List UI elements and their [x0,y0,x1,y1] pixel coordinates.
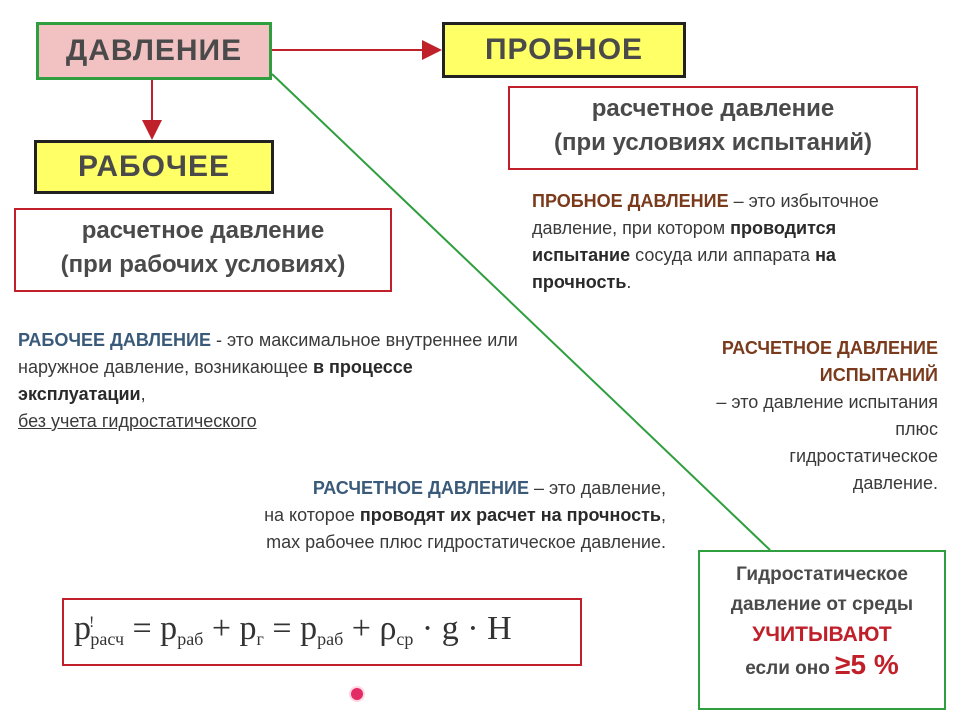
formula-subscript: ср [396,629,414,649]
working-underlined: без учета гидростатического [18,411,257,431]
formula-part: + p [203,610,257,647]
working-bold: в процессе эксплуатации [18,357,413,404]
working-term: РАБОЧЕЕ ДАВЛЕНИЕ [18,330,211,350]
node-test-pressure: ПРОБНОЕ [442,22,686,78]
calc-test-pressure-definition: РАСЧЕТНОЕ ДАВЛЕНИЕ ИСПЫТАНИЙ – это давле… [600,335,938,497]
calc-pressure-working-box: расчетное давление (при рабочих условиях… [14,208,392,292]
calc-test-term-line1: РАСЧЕТНОЕ ДАВЛЕНИЕ [721,338,938,358]
formula: p!расч = pраб + pг = pраб + ρср · g · H [74,610,512,650]
calc-pressure-test-box: расчетное давление (при условиях испытан… [508,86,918,170]
formula-part: = p [124,610,178,647]
working-text2: , [140,384,146,404]
calc-test-line: плюс [895,419,938,439]
calc-test-line1: расчетное давление [591,95,835,122]
hydro-threshold: ≥5 % [835,649,899,680]
calc-test-line: – это давление испытания [716,392,938,412]
calc-bold: проводят их расчет на прочность [359,505,661,525]
formula-subscript: г [256,629,264,649]
node-working-pressure: РАБОЧЕЕ [34,140,274,194]
calc-work-line2: (при рабочих условиях) [60,251,346,278]
hydro-line1: Гидростатическое [736,564,908,585]
test-bold2: на прочность [532,245,836,292]
test-text3: . [626,272,632,292]
working-text1: - это максимальное внутреннее или наружн… [18,330,518,377]
node-pressure-label: ДАВЛЕНИЕ [65,34,243,67]
calc-test-line: гидростатическое [789,446,938,466]
test-bold1: проводится испытание [532,218,837,265]
formula-box: p!расч = pраб + pг = pраб + ρср · g · H [62,598,582,666]
hydro-line4-wrap: если оно ≥5 % [700,650,944,684]
calc-work-line1: расчетное давление [81,217,325,244]
test-pressure-definition: ПРОБНОЕ ДАВЛЕНИЕ – это избыточное давлен… [532,188,932,296]
node-working-label: РАБОЧЕЕ [77,150,231,183]
calc-test-line2: (при условиях испытаний) [554,129,872,156]
formula-symbol: p [74,610,91,647]
formula-subscript: раб [317,629,344,649]
calc-test-term-line2: ИСПЫТАНИЙ [819,365,938,385]
calc-text3: , [660,505,666,525]
test-term: ПРОБНОЕ ДАВЛЕНИЕ [532,191,729,211]
node-test-label: ПРОБНОЕ [484,33,644,66]
hydro-line2: давление от среды [730,594,914,615]
formula-part: = p [263,610,318,647]
hydro-line4: если оно [745,658,836,679]
calc-test-line: давление. [852,473,938,493]
test-text1: – это избыточное давление, при котором [532,191,879,238]
calc-term: РАСЧЕТНОЕ ДАВЛЕНИЕ [312,478,529,498]
calc-text2: на которое [264,505,360,525]
formula-mark: ! [89,613,95,631]
decorative-dot [351,688,363,700]
formula-subscript: раб [177,629,204,649]
hydrostatic-note-box: Гидростатическое давление от среды УЧИТЫ… [698,550,946,710]
green-line-to-hydro [271,73,771,551]
formula-subscript: расч [90,629,124,649]
calc-pressure-definition: РАСЧЕТНОЕ ДАВЛЕНИЕ – это давление, на ко… [110,475,666,556]
test-text2: сосуда или аппарата [630,245,816,265]
calc-text1: – это давление, [528,478,666,498]
formula-part: · g · H [413,610,512,647]
node-pressure: ДАВЛЕНИЕ [36,22,272,80]
calc-text4: max рабочее плюс гидростатическое давлен… [266,532,666,552]
formula-part: + ρ [343,610,397,647]
working-pressure-definition: РАБОЧЕЕ ДАВЛЕНИЕ - это максимальное внут… [18,327,538,435]
hydro-emphasis: УЧИТЫВАЮТ [752,623,892,646]
